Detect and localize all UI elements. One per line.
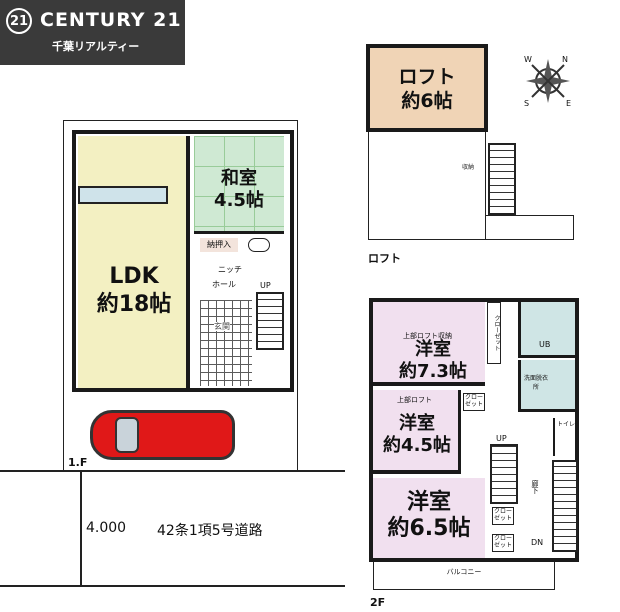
room-4-5-label: 洋室 xyxy=(399,413,435,434)
century21-logo: 21 CENTURY 21 千葉リアルティー xyxy=(0,0,185,65)
balcony: バルコニー xyxy=(373,562,555,590)
room-7-3-size: 約7.3帖 xyxy=(399,361,467,382)
loft-extension xyxy=(486,215,574,240)
room-7-3-note: 上部ロフト収納 xyxy=(403,332,452,340)
toilet-2f: トイレ xyxy=(553,418,575,456)
loft-room-size: 約6帖 xyxy=(401,90,453,112)
floor2-stairs-up xyxy=(490,444,518,504)
room-4-5-note: 上部ロフト xyxy=(397,396,432,404)
compass-e: E xyxy=(566,99,572,108)
balcony-label: バルコニー xyxy=(446,568,482,576)
room-4-5: 上部ロフト 洋室 約4.5帖 xyxy=(373,390,461,474)
floor1-outline xyxy=(72,130,294,392)
road-width: 4.000 xyxy=(86,520,127,536)
room-6-5: 洋室 約6.5帖 xyxy=(373,478,485,558)
ldk-label: LDK xyxy=(109,264,159,289)
compass-n: N xyxy=(562,55,568,64)
parking-car xyxy=(90,410,235,460)
room-6-5-size: 約6.5帖 xyxy=(387,516,471,541)
washroom-label: 洗面脱衣所 xyxy=(523,375,548,391)
loft-storage-label: 収納 xyxy=(462,164,475,171)
genkan-label: 玄関 xyxy=(214,322,230,331)
floor2-label: 2F xyxy=(370,596,386,609)
washroom: 洗面脱衣所 xyxy=(518,360,575,412)
unit-bath: UB xyxy=(518,302,575,358)
ub-label: UB xyxy=(539,340,551,349)
logo-branch: 千葉リアルティー xyxy=(52,40,140,53)
washitsu-size: 4.5帖 xyxy=(214,190,264,211)
road-line-top xyxy=(0,470,345,472)
up-label: UP xyxy=(260,281,271,290)
road-dimension-arrow xyxy=(80,472,82,585)
logo-badge: 21 xyxy=(6,8,32,34)
loft-lower-area xyxy=(368,132,486,240)
road-type: 42条1項5号道路 xyxy=(157,523,263,539)
loft-stairs xyxy=(488,143,516,215)
room-7-3: 上部ロフト収納 洋室 約7.3帖 xyxy=(373,302,485,386)
genkan: 玄関 xyxy=(200,300,252,386)
niche-label: ニッチ xyxy=(218,265,242,274)
floor1-stairs xyxy=(256,292,284,350)
ldk-size: 約18帖 xyxy=(96,292,172,317)
loft-room: ロフト 約6帖 xyxy=(366,44,488,132)
room-4-5-size: 約4.5帖 xyxy=(383,435,451,456)
road-line-bottom xyxy=(0,585,345,587)
floor2-outline xyxy=(369,298,579,562)
floor2-stairs-down xyxy=(552,460,578,552)
closet-long: クローゼット xyxy=(487,302,501,364)
closet-room3-a: クローゼット xyxy=(492,507,514,525)
closet-room3-b: クローゼット xyxy=(492,534,514,552)
up-label-2f: UP xyxy=(496,434,507,443)
logo-brand: CENTURY 21 xyxy=(40,9,182,31)
washitsu-label: 和室 xyxy=(221,168,257,189)
room-7-3-label: 洋室 xyxy=(415,339,451,360)
dn-label: DN xyxy=(531,538,544,547)
closet-room2: クローゼット xyxy=(463,393,485,411)
toilet-icon xyxy=(248,238,270,252)
compass-s: S xyxy=(524,99,530,108)
storage-closet: 納押入 xyxy=(200,238,238,252)
lot-boundary xyxy=(63,120,298,470)
loft-label: ロフト xyxy=(368,252,401,265)
kitchen-counter xyxy=(78,186,168,204)
floor1-label: 1.F xyxy=(68,456,88,469)
loft-room-label: ロフト xyxy=(398,66,456,88)
car-windshield xyxy=(115,417,139,453)
room-6-5-label: 洋室 xyxy=(406,490,451,515)
ldk-room: LDK 約18帖 xyxy=(78,136,190,388)
compass-w: W xyxy=(524,55,532,64)
corridor-label: 廊下 xyxy=(531,480,539,494)
washitsu-room: 和室 4.5帖 xyxy=(194,136,284,234)
hall-label: ホール xyxy=(212,280,236,289)
toilet-label: トイレ xyxy=(557,421,576,428)
compass-icon: N W S E xyxy=(522,55,574,108)
